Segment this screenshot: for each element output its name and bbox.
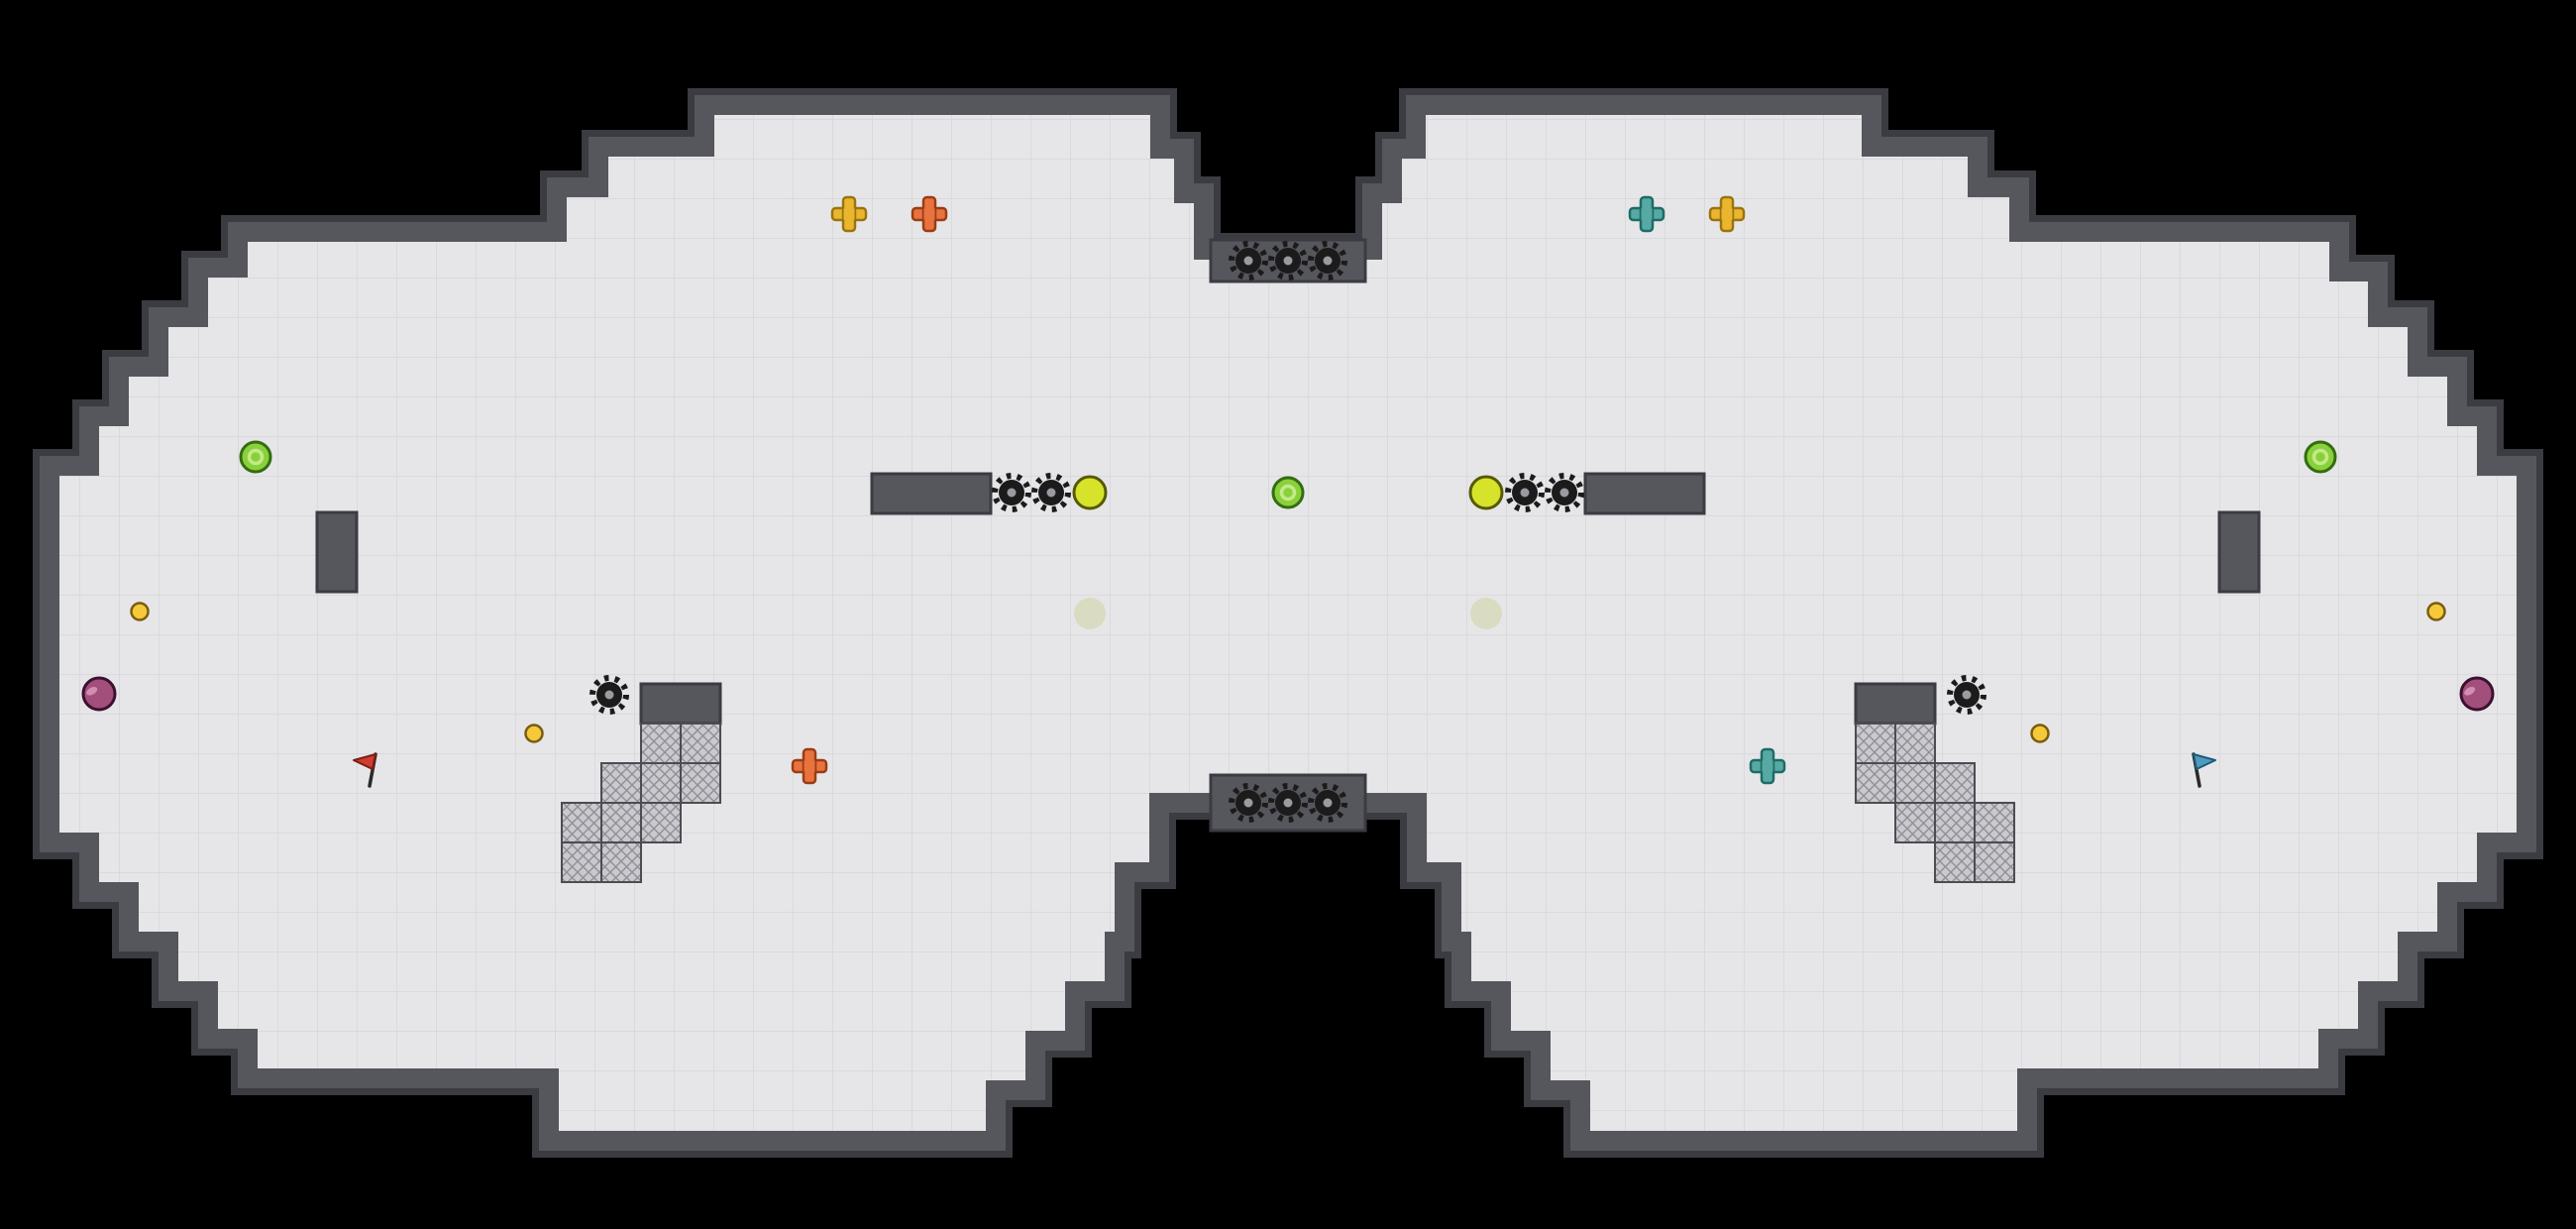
gear-icon [1268,241,1308,280]
crosshatch-block [600,802,642,843]
gear-icon [992,473,1031,512]
gear-icon [1229,241,1268,280]
crosshatch-block [1934,762,1976,804]
crosshatch-block [600,762,642,804]
coin [524,724,544,743]
crosshatch-block [640,762,682,804]
green-orb [1271,476,1305,509]
blue-flag [2192,752,2216,788]
wall-block [639,682,722,726]
wall-block [1854,682,1937,726]
coin [2426,602,2446,621]
gear-icon [1308,241,1347,280]
gear-icon [1229,783,1268,823]
crosshatch-block [1855,762,1896,804]
gear-icon [1505,473,1545,512]
coin [130,602,150,621]
gear-icon [1031,473,1071,512]
wall-block [870,472,993,515]
yellow-orb [1468,475,1504,510]
crosshatch-block [1934,802,1976,843]
orange-cross-pickup [791,747,828,785]
crosshatch-block [1855,723,1896,764]
wall-block [315,510,359,594]
ghost-orb [1470,598,1502,629]
green-orb [2304,440,2337,474]
crosshatch-block [1894,802,1936,843]
teal-cross-pickup [1628,195,1665,233]
crosshatch-block [680,723,721,764]
crosshatch-block [600,841,642,883]
red-flag [353,752,377,788]
crosshatch-block [1974,802,2015,843]
crosshatch-block [561,841,602,883]
purple-orb [2459,676,2495,712]
gear-icon [590,675,629,715]
wall-block [2217,510,2261,594]
crosshatch-block [640,802,682,843]
crosshatch-block [561,802,602,843]
coin [2030,724,2050,743]
crosshatch-block [1974,841,2015,883]
gold-cross-pickup [1708,195,1746,233]
gear-icon [1268,783,1308,823]
crosshatch-block [1894,762,1936,804]
gear-icon [1947,675,1986,715]
orange-cross-pickup [911,195,948,233]
crosshatch-block [1934,841,1976,883]
ghost-orb [1074,598,1106,629]
green-orb [239,440,272,474]
wall-block [1583,472,1706,515]
level-floor [59,115,2517,1131]
crosshatch-block [640,723,682,764]
gear-icon [1545,473,1584,512]
purple-orb [81,676,117,712]
gear-icon [1308,783,1347,823]
gold-cross-pickup [830,195,868,233]
crosshatch-block [1894,723,1936,764]
crosshatch-block [680,762,721,804]
yellow-orb [1072,475,1108,510]
teal-cross-pickup [1749,747,1786,785]
